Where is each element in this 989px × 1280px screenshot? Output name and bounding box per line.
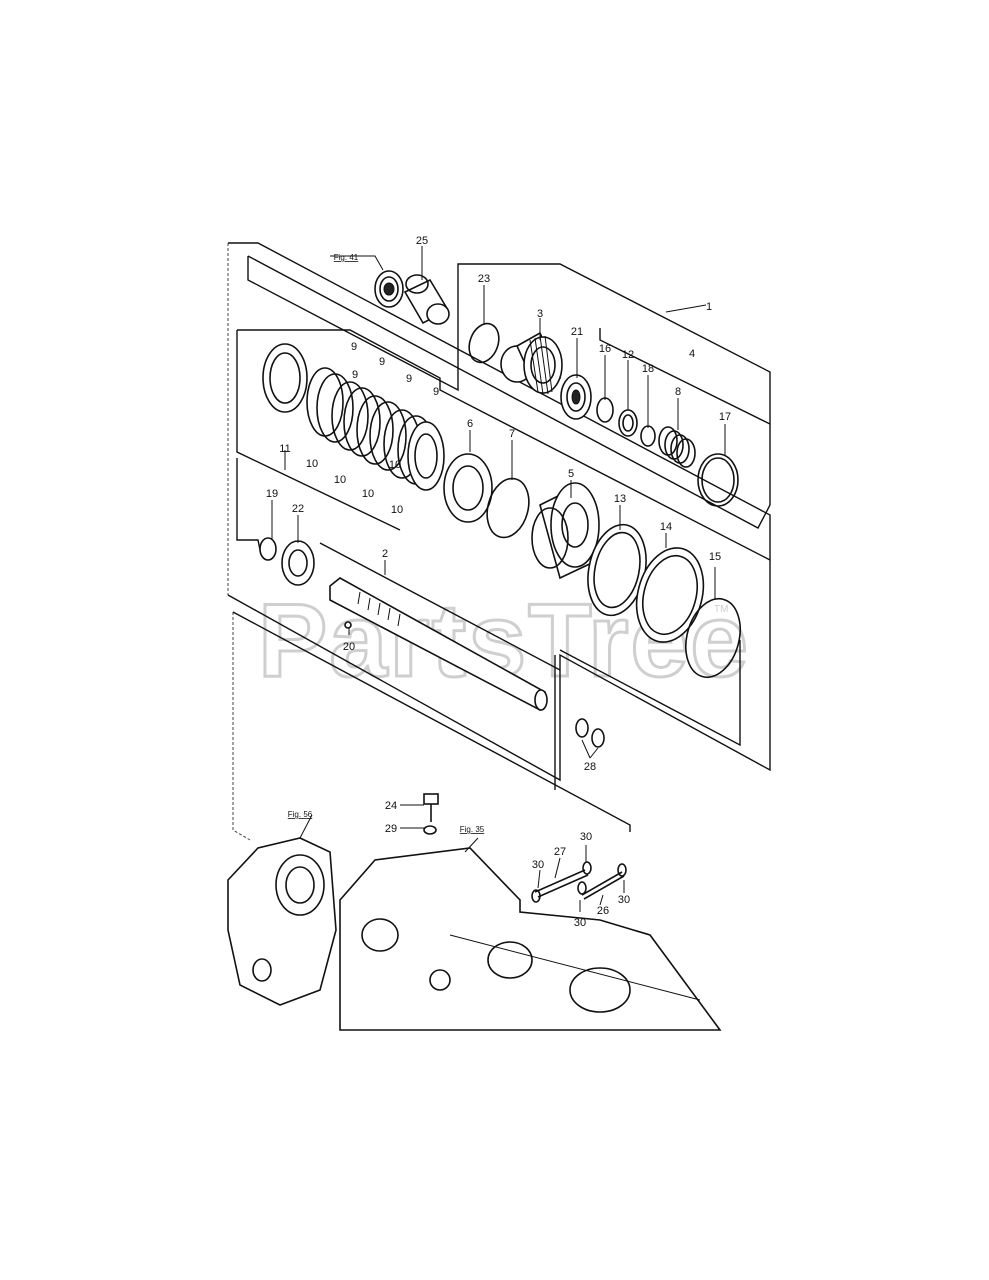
callout-10d: 10 xyxy=(391,504,403,516)
callout-5: 5 xyxy=(568,468,574,480)
transmission-case xyxy=(339,847,722,1031)
callout-10a: 10 xyxy=(306,458,318,470)
callout-10e: 10 xyxy=(389,459,401,471)
callout-2: 2 xyxy=(382,548,388,560)
fig-ref-35[interactable]: Fig. 35 xyxy=(460,825,485,834)
leader-lines xyxy=(271,246,726,912)
fig-ref-56[interactable]: Fig. 56 xyxy=(288,810,313,819)
callout-9b: 9 xyxy=(379,356,385,368)
callout-21: 21 xyxy=(571,326,583,338)
callout-10c: 10 xyxy=(362,488,374,500)
callout-25: 25 xyxy=(416,235,428,247)
o-ring-23 xyxy=(468,322,500,364)
bearing-22 xyxy=(281,540,315,586)
washer-29 xyxy=(423,825,437,835)
collar-sleeve xyxy=(403,274,450,325)
callout-15: 15 xyxy=(709,551,721,563)
shaft-26 xyxy=(581,871,625,900)
snap-ring-15 xyxy=(685,597,741,679)
callout-7: 7 xyxy=(509,428,515,440)
side-housing xyxy=(227,837,337,1006)
rings-28 xyxy=(575,718,605,748)
snap-ring-19 xyxy=(259,537,277,561)
callout-23: 23 xyxy=(478,273,490,285)
assembly-frames xyxy=(227,242,771,841)
ball-20 xyxy=(344,621,352,629)
callout-24: 24 xyxy=(385,800,397,812)
callout-19: 19 xyxy=(266,488,278,500)
callout-10b: 10 xyxy=(334,474,346,486)
o-rings-30 xyxy=(531,861,627,903)
callout-29: 29 xyxy=(385,823,397,835)
snap-ring-17 xyxy=(697,453,739,507)
callout-9c: 9 xyxy=(406,373,412,385)
callout-1: 1 xyxy=(706,301,712,313)
bolt-24 xyxy=(423,793,439,822)
callout-30c: 30 xyxy=(574,917,586,929)
clutch-hub-3 xyxy=(500,331,563,395)
clutch-plate-stack xyxy=(262,343,445,491)
ring-18 xyxy=(640,425,656,447)
main-shaft-2 xyxy=(329,577,548,712)
callout-16: 16 xyxy=(599,343,611,355)
callout-12: 12 xyxy=(622,349,634,361)
watermark-trademark: TM xyxy=(714,604,728,615)
clutch-drum-5 xyxy=(531,482,600,580)
washer-12 xyxy=(618,409,638,437)
bearing-21 xyxy=(560,374,592,420)
shaft-27 xyxy=(534,869,589,898)
callout-9d: 9 xyxy=(433,386,439,398)
callout-14: 14 xyxy=(660,521,672,533)
callout-9e: 9 xyxy=(352,369,358,381)
callout-20: 20 xyxy=(343,641,355,653)
callout-6: 6 xyxy=(467,418,473,430)
callout-30a: 30 xyxy=(580,831,592,843)
callout-numbers: 1 2 3 4 5 6 7 8 9 9 9 9 9 10 10 10 10 10… xyxy=(266,235,731,929)
callout-9a: 9 xyxy=(351,341,357,353)
friction-disc-14 xyxy=(635,547,705,643)
callout-18: 18 xyxy=(642,363,654,375)
callout-27: 27 xyxy=(554,846,566,858)
callout-26: 26 xyxy=(597,905,609,917)
callout-4: 4 xyxy=(689,348,695,360)
callout-8: 8 xyxy=(675,386,681,398)
bearing-top xyxy=(374,270,404,308)
callout-22: 22 xyxy=(292,503,304,515)
figure-refs: Fig. 41 Fig. 56 Fig. 35 xyxy=(288,253,485,834)
callout-11: 11 xyxy=(279,443,290,455)
callout-30d: 30 xyxy=(618,894,630,906)
callout-13: 13 xyxy=(614,493,626,505)
callout-3: 3 xyxy=(537,308,543,320)
fig-ref-41[interactable]: Fig. 41 xyxy=(334,253,359,262)
piston-6 xyxy=(443,453,493,523)
callout-28: 28 xyxy=(584,761,596,773)
snap-ring-16 xyxy=(596,397,614,423)
seal-ring-7 xyxy=(486,477,530,539)
callout-30b: 30 xyxy=(532,859,544,871)
callout-17: 17 xyxy=(719,411,731,423)
spring-8 xyxy=(658,426,696,468)
